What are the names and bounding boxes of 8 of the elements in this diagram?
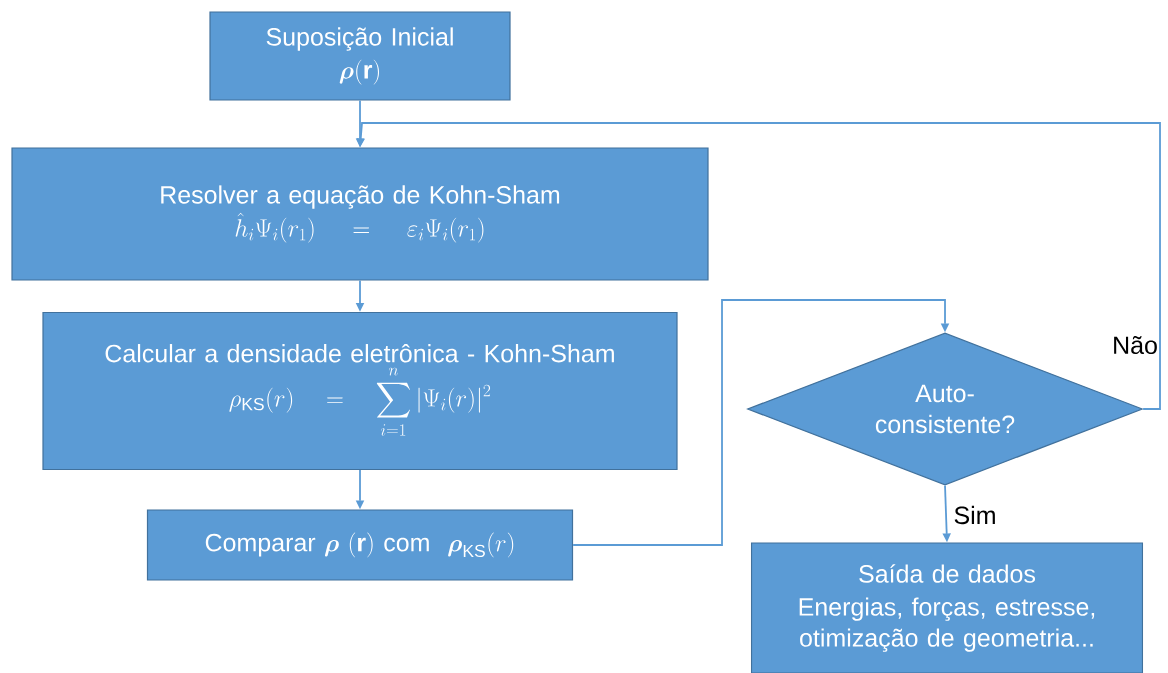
arrow xyxy=(572,299,950,546)
edge-label: Sim xyxy=(952,504,998,526)
process-box: $\text{Comparar }\boldsymbol{\rho}\ (\mathbf{r})\text{ com }\ \boldsymbol{\rho}_{\mathrm{KS}}(r)$ xyxy=(146,509,574,581)
process-box: Resolver a equação de Kohn-Sham $\hat{h}_i\Psi_i(r_1)=\varepsilon_i\Psi_i(r_1)$ xyxy=(11,147,709,281)
process-box: Saída de dados Energias, forças, estresse, otimização de geometria... xyxy=(750,542,1144,673)
arrow xyxy=(356,122,1161,410)
process-box: Suposição Inicial $\boldsymbol{\rho}(\mathbf{r})$ xyxy=(209,11,511,101)
process-box: Calcular a densidade eletrônica - Kohn-Sham $\rho_{\mathrm{KS}}(r)=\sum_{i=1}^{n}|\Psi_i(r)|^2$ xyxy=(42,311,678,471)
